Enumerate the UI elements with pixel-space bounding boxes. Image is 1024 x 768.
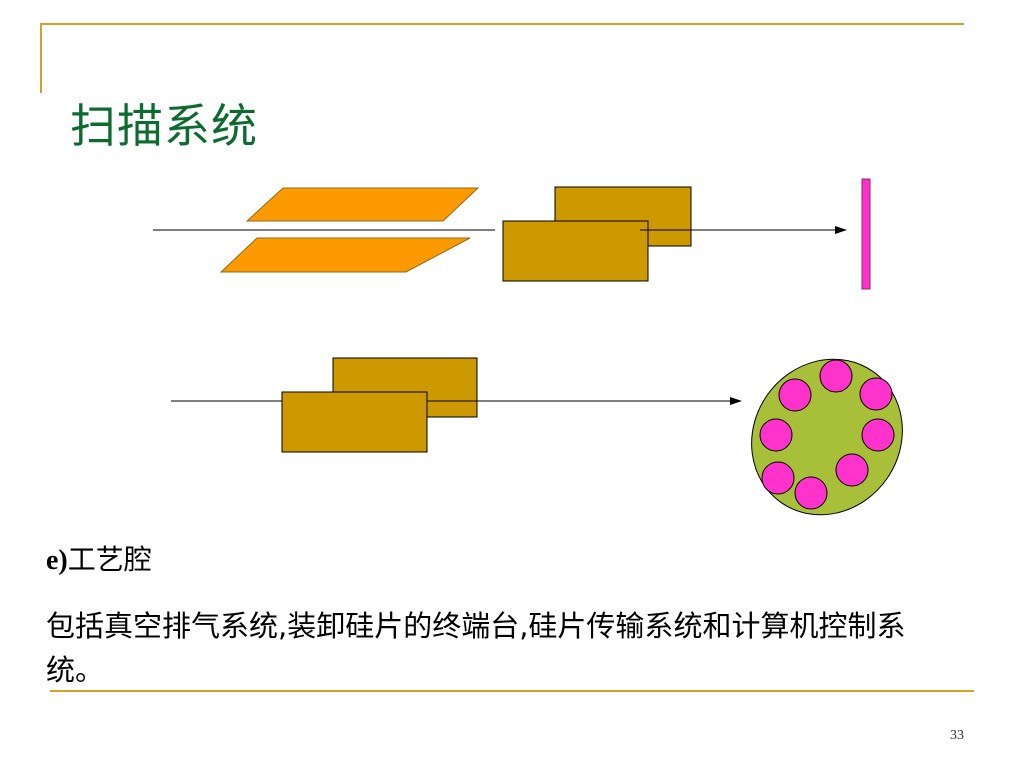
wafer-carrier-disk bbox=[751, 358, 903, 516]
body-paragraph: 包括真空排气系统,装卸硅片的终端台,硅片传输系统和计算机控制系统。 bbox=[46, 609, 906, 687]
wafer-circle bbox=[778, 378, 812, 412]
wafer-circle bbox=[759, 418, 793, 452]
subheading-text: 工艺腔 bbox=[67, 543, 152, 576]
wafer-circle bbox=[861, 418, 895, 452]
lower-deflector-plate bbox=[219, 237, 471, 273]
bottom-scan-assembly bbox=[171, 357, 903, 516]
top-scan-block-front bbox=[502, 220, 649, 282]
subheading-letter: e) bbox=[46, 545, 68, 576]
upper-deflector-plate bbox=[245, 187, 480, 222]
wafer-circle bbox=[794, 476, 828, 510]
slide-title: 扫描系统 bbox=[70, 99, 258, 153]
wafer-circle bbox=[761, 461, 795, 495]
top-scan-assembly bbox=[153, 178, 871, 290]
subheading: e)工艺腔 bbox=[46, 538, 152, 578]
wafer-circle bbox=[835, 453, 869, 487]
target-plate bbox=[861, 178, 871, 290]
frame-top-line bbox=[40, 23, 964, 25]
frame-bottom-line bbox=[50, 690, 974, 692]
wafer-circle bbox=[819, 359, 853, 393]
page-number: 33 bbox=[950, 728, 964, 743]
bottom-scan-block-front bbox=[281, 391, 428, 453]
frame-left-line bbox=[40, 23, 42, 93]
wafer-circle bbox=[859, 377, 893, 411]
